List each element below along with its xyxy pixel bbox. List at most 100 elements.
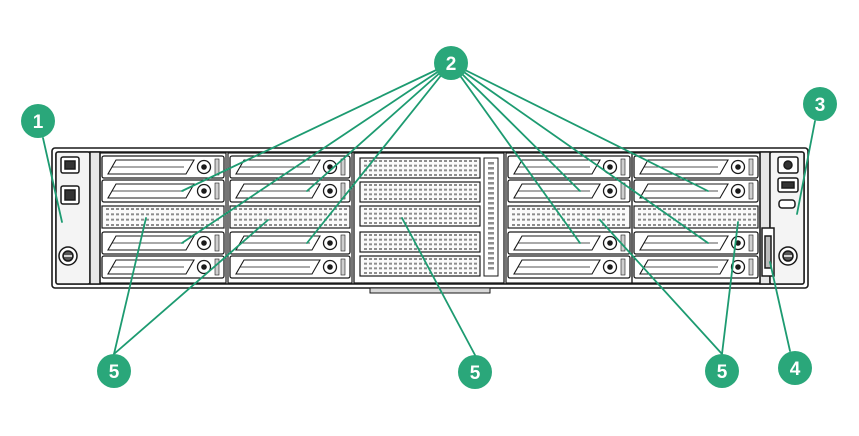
- video-port-icon: [60, 185, 80, 205]
- drive-carrier: [229, 179, 351, 203]
- callout-5-left: 5: [97, 354, 131, 388]
- quick-release-screw-icon: [778, 246, 798, 266]
- vent-strip: [483, 157, 499, 277]
- drive-carrier: [101, 179, 225, 203]
- drive-carrier: [633, 155, 759, 179]
- drive-latch-icon: [730, 259, 746, 275]
- vent-grille: [359, 255, 481, 277]
- led-indicator-icon: [214, 234, 220, 252]
- callout-3-label: 3: [815, 95, 826, 116]
- vent-grille: [507, 205, 631, 229]
- drive-latch-icon: [322, 183, 338, 199]
- leader-lines: [42, 62, 816, 356]
- leader-line: [42, 137, 63, 223]
- drive-carrier: [507, 179, 631, 203]
- callout-5-right-label: 5: [717, 362, 728, 383]
- power-button-icon: [777, 156, 799, 174]
- led-indicator-icon: [620, 158, 626, 176]
- drive-bays: [99, 152, 761, 284]
- callout-1-label: 1: [33, 112, 44, 133]
- drive-carrier: [507, 231, 631, 255]
- callout-5-left-label: 5: [109, 362, 120, 383]
- drive-latch-icon: [730, 235, 746, 251]
- drive-latch-icon: [196, 159, 212, 175]
- drive-latch-icon: [196, 235, 212, 251]
- leader-line: [450, 62, 709, 244]
- drive-carrier: [633, 179, 759, 203]
- drive-carrier: [229, 255, 351, 279]
- drive-carrier: [507, 255, 631, 279]
- callout-3: 3: [803, 87, 837, 121]
- led-indicator-icon: [340, 234, 346, 252]
- leader-line: [450, 62, 581, 192]
- callout-2-label: 2: [446, 54, 457, 75]
- drive-column: [505, 152, 633, 284]
- drive-latch-icon: [730, 183, 746, 199]
- leader-line: [306, 62, 452, 244]
- led-indicator-icon: [748, 182, 754, 200]
- callout-4-label: 4: [790, 359, 801, 380]
- vent-grille: [359, 205, 481, 227]
- drive-carrier: [633, 255, 759, 279]
- drive-column: [227, 152, 353, 284]
- drive-column: [99, 152, 227, 284]
- callout-4: 4: [778, 351, 812, 385]
- leader-line: [721, 221, 739, 355]
- drive-carrier: [229, 231, 351, 255]
- led-indicator-icon: [620, 258, 626, 276]
- drive-column: [631, 152, 761, 284]
- drive-carrier: [101, 231, 225, 255]
- led-indicator-icon: [777, 177, 799, 193]
- usb-port-icon: [60, 156, 80, 174]
- leader-line: [181, 62, 452, 192]
- callout-5-center-label: 5: [470, 363, 481, 384]
- callout-5-center: 5: [458, 355, 492, 389]
- center-blank-bays: [353, 152, 505, 284]
- led-indicator-icon: [748, 158, 754, 176]
- drive-carrier: [101, 155, 225, 179]
- callout-1: 1: [21, 104, 55, 138]
- drive-carrier: [507, 155, 631, 179]
- leader-line: [450, 62, 581, 244]
- drive-latch-icon: [602, 259, 618, 275]
- uid-button-icon: [778, 199, 796, 209]
- led-indicator-icon: [214, 258, 220, 276]
- leader-line: [450, 62, 709, 192]
- vent-grille: [359, 231, 481, 253]
- led-indicator-icon: [748, 258, 754, 276]
- leader-line: [769, 261, 791, 352]
- callout-5-right: 5: [705, 354, 739, 388]
- led-indicator-icon: [214, 182, 220, 200]
- serial-label-tab-icon: [761, 227, 775, 277]
- led-indicator-icon: [214, 158, 220, 176]
- vent-grille: [633, 205, 759, 229]
- led-indicator-icon: [340, 258, 346, 276]
- vent-grille: [101, 205, 225, 229]
- vent-grille: [359, 181, 481, 203]
- drive-latch-icon: [322, 259, 338, 275]
- callout-2: 2: [434, 46, 468, 80]
- leader-line: [181, 62, 452, 244]
- drive-latch-icon: [730, 159, 746, 175]
- quick-release-screw-icon: [58, 246, 78, 266]
- left-rack-ear: [55, 151, 101, 285]
- leader-line: [796, 120, 816, 215]
- leader-line: [113, 219, 269, 355]
- leader-line: [306, 62, 452, 192]
- drive-latch-icon: [196, 183, 212, 199]
- drive-latch-icon: [196, 259, 212, 275]
- leader-line: [599, 219, 723, 355]
- drive-latch-icon: [602, 159, 618, 175]
- drive-latch-icon: [602, 183, 618, 199]
- leader-line: [401, 217, 476, 356]
- vent-grille: [229, 205, 351, 229]
- leader-line: [113, 217, 147, 355]
- drive-latch-icon: [322, 235, 338, 251]
- right-rack-ear: [759, 151, 805, 285]
- drive-carrier: [633, 231, 759, 255]
- vent-grille: [359, 157, 481, 179]
- drive-latch-icon: [602, 235, 618, 251]
- led-indicator-icon: [748, 234, 754, 252]
